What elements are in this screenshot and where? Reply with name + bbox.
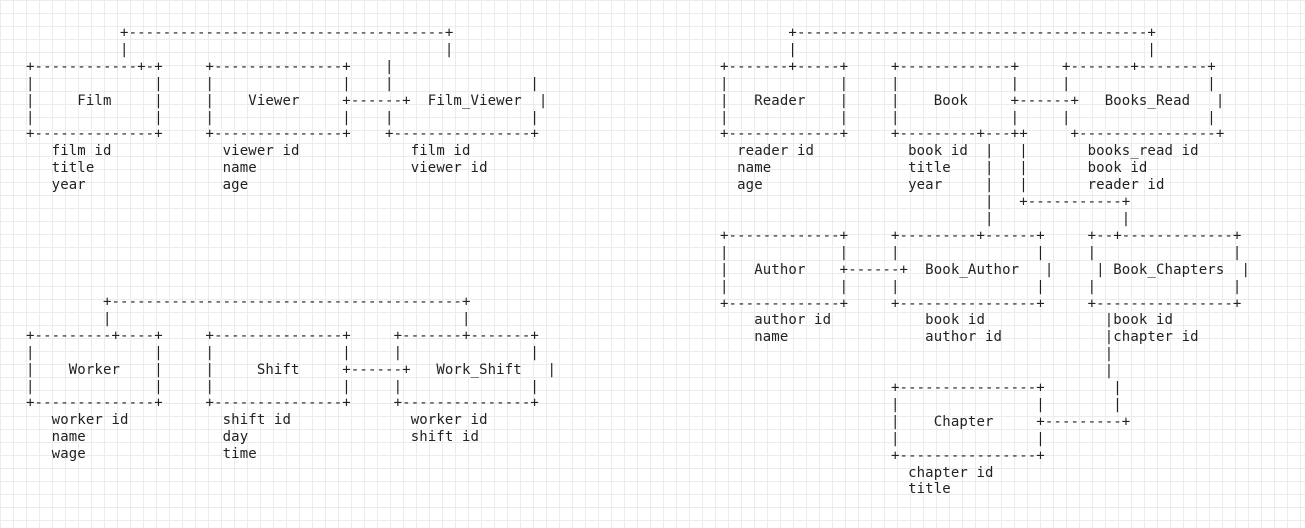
worker-shift-diagram: +---------------------------------------…	[26, 294, 557, 463]
film-viewer-diagram: +-------------------------------------+ …	[26, 25, 548, 194]
book-reader-diagram: +---------------------------------------…	[720, 25, 1251, 498]
